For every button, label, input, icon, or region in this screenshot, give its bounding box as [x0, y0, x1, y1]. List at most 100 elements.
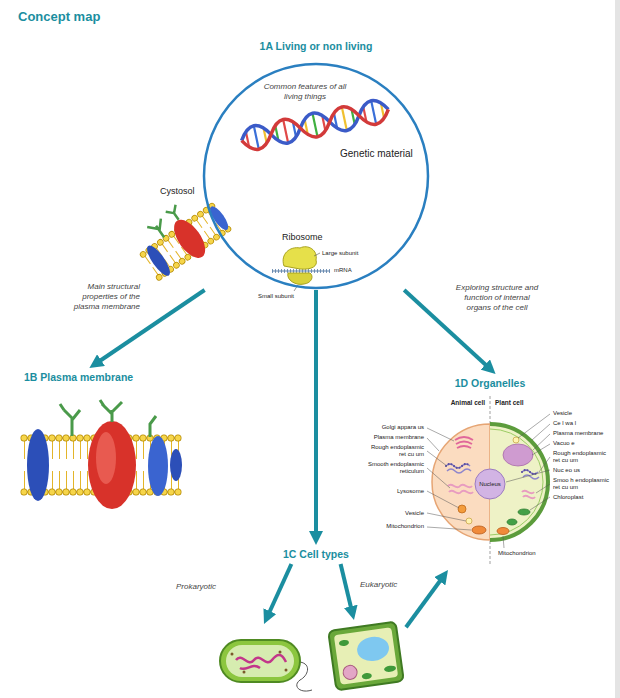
organelle-label: Vacuo e — [553, 440, 613, 447]
topic-heading: 1A Living or non living — [200, 40, 432, 53]
glycoprotein — [60, 400, 156, 437]
organelle-label: Plasma membrane — [553, 430, 613, 437]
organelle-label: Plasma membrane — [366, 434, 424, 441]
organelle-label: Rough endoplasmic ret cu um — [366, 444, 424, 458]
chloroplast — [339, 639, 350, 646]
rough-er — [446, 464, 538, 474]
concept-arrow — [341, 564, 353, 612]
cell-heading: Plant cell — [495, 399, 555, 407]
eukaryote-figure — [328, 622, 404, 691]
part-label: Genetic material — [340, 148, 413, 160]
part-label: Small subunit — [258, 293, 294, 300]
golgi — [455, 437, 473, 448]
concept-arrow — [406, 576, 443, 627]
cytoplasm — [334, 627, 398, 685]
organelle-label: Vesicle — [553, 410, 613, 417]
membrane-protein — [148, 436, 168, 496]
mrna-strand — [272, 269, 330, 273]
chloroplast — [518, 509, 530, 515]
mitochondrion — [497, 528, 509, 535]
vacuole — [503, 444, 533, 466]
cell-wall — [220, 640, 300, 682]
map-title: Concept map — [18, 9, 100, 25]
ribosome-dots — [231, 653, 234, 656]
organelle-label: Mitochondrion — [498, 550, 536, 557]
nucleus — [342, 664, 358, 680]
mrna-strand — [272, 270, 330, 271]
nucleus — [475, 469, 505, 499]
topic-panel: 1B Plasma membrane — [18, 368, 188, 524]
organelle-label: Rough endoplasmic ret cu um — [553, 450, 613, 464]
ribosome — [272, 247, 330, 291]
topic-circle: 1A Living or non living — [200, 40, 432, 290]
membrane-protein — [27, 429, 49, 501]
large-subunit — [283, 247, 316, 269]
glycoprotein — [146, 205, 187, 242]
organelle-label: Nucleus — [479, 481, 501, 488]
membrane-protein — [170, 449, 182, 481]
topic-circle-outline — [204, 64, 428, 288]
dna-rungs — [254, 126, 259, 149]
organelle-label: Smoo h endoplasmic ret cu um — [553, 477, 613, 491]
organelle-label: Nuc eo us — [553, 467, 613, 474]
ribosome-dots — [279, 651, 282, 654]
organelle-label: Lysosome — [366, 488, 424, 495]
topic-panel: 1D Organelles — [420, 374, 560, 570]
chloroplast — [384, 665, 397, 673]
ribosome-dots — [243, 671, 246, 674]
part-label: Cystosol — [160, 186, 195, 197]
ribosome-dots — [231, 651, 288, 674]
leader-line — [427, 414, 550, 548]
mitochondrion — [472, 526, 486, 534]
organelle-label: Chloroplast — [553, 494, 613, 501]
nucleoid — [236, 655, 286, 669]
page-edge-shade — [615, 0, 620, 698]
topic-heading: 1D Organelles — [420, 374, 560, 390]
membrane-protein — [96, 432, 116, 484]
dna-rungs — [313, 113, 318, 136]
organelle-label: Smooth endoplasmic reticulum — [366, 461, 424, 475]
prokaryote-figure — [220, 640, 312, 691]
organelle-label: Vesicle — [366, 510, 424, 517]
dna-rungs — [283, 119, 288, 142]
membrane-protein — [143, 242, 173, 278]
organelle-label: Golgi appara us — [366, 424, 424, 431]
branch-label: Eukaryotic — [360, 580, 397, 590]
topic-circle-outline — [200, 40, 432, 290]
topic-panel: 1C Cell types — [275, 545, 357, 564]
small-subunit — [288, 273, 312, 284]
membrane-protein — [207, 204, 231, 233]
dna-rungs — [371, 101, 376, 124]
edge-label: Main structural properties of the plasma… — [68, 282, 140, 312]
chloroplast — [507, 519, 517, 525]
part-label: Ribosome — [282, 232, 323, 243]
dna-helix — [239, 98, 391, 153]
feature-note: Common features of all living things — [260, 82, 350, 102]
cell-wall — [328, 622, 404, 691]
part-label: mRNA — [334, 267, 352, 274]
dna-rungs — [342, 107, 347, 130]
plasma-membrane-figure — [24, 400, 184, 509]
organelle-label: Mitochondrion — [366, 523, 424, 530]
cell-diagram — [427, 396, 550, 566]
cell-type-figure: Eukaryotic — [326, 620, 406, 692]
concept-arrow — [314, 290, 318, 537]
lysosome — [458, 505, 466, 513]
membrane-protein — [168, 215, 211, 264]
cell-heading: Animal cell — [425, 399, 485, 407]
organelle-label: Ce l wa l — [553, 420, 613, 427]
chloroplast — [361, 672, 372, 679]
ribosome-dots — [285, 669, 288, 672]
dna-strand — [239, 98, 391, 153]
concept-arrow — [267, 564, 291, 617]
vacuole — [356, 635, 391, 663]
cytoplasm — [226, 645, 294, 677]
topic-heading: 1B Plasma membrane — [18, 368, 188, 384]
vesicle — [466, 518, 472, 524]
cell-type-figure: Prokaryotic — [212, 624, 316, 694]
dna-strand — [239, 98, 391, 153]
membrane-protein — [88, 421, 136, 509]
